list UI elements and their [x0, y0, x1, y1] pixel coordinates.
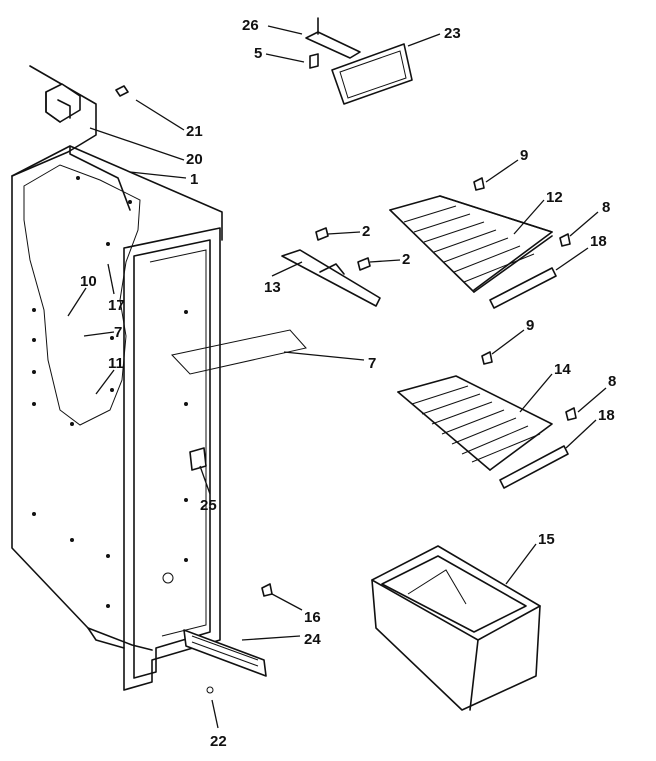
- callout-18-lower: 18: [598, 407, 615, 424]
- callout-9-upper: 9: [520, 147, 528, 164]
- callout-12: 12: [546, 189, 563, 206]
- callout-16: 16: [304, 609, 321, 626]
- callout-18-upper: 18: [590, 233, 607, 250]
- callout-23: 23: [444, 25, 461, 42]
- light-cover-assembly: [305, 17, 413, 105]
- callout-10: 10: [80, 273, 97, 290]
- callout-7-left: 7: [114, 324, 122, 341]
- callout-7-center: 7: [368, 355, 376, 372]
- callout-14: 14: [554, 361, 571, 378]
- callout-22: 22: [210, 733, 227, 750]
- callout-15: 15: [538, 531, 555, 548]
- callout-labels: 26 5 23 21 20 1 9 12 8 2 2 18 10 17 13 7…: [80, 17, 616, 750]
- callout-2-upper: 2: [362, 223, 370, 240]
- callout-2-lower: 2: [402, 251, 410, 268]
- callout-26: 26: [242, 17, 259, 34]
- callout-8-lower: 8: [608, 373, 616, 390]
- callout-11: 11: [108, 355, 124, 372]
- leader-lines: [67, 25, 607, 729]
- upper-shelf: [281, 177, 571, 309]
- callout-24: 24: [304, 631, 321, 648]
- top-hinge-bracket: [45, 83, 129, 123]
- callout-8-upper: 8: [602, 199, 610, 216]
- bottom-grille: [183, 583, 273, 694]
- lower-shelf: [397, 351, 577, 489]
- cabinet-liner: [11, 65, 307, 691]
- callout-17: 17: [108, 297, 125, 314]
- callout-21: 21: [186, 123, 203, 140]
- callout-25: 25: [200, 497, 217, 514]
- callout-1: 1: [190, 171, 198, 188]
- callout-9-lower: 9: [526, 317, 534, 334]
- callout-13: 13: [264, 279, 281, 296]
- callout-5: 5: [254, 45, 262, 62]
- callout-20: 20: [186, 151, 203, 168]
- storage-bin: [371, 545, 541, 711]
